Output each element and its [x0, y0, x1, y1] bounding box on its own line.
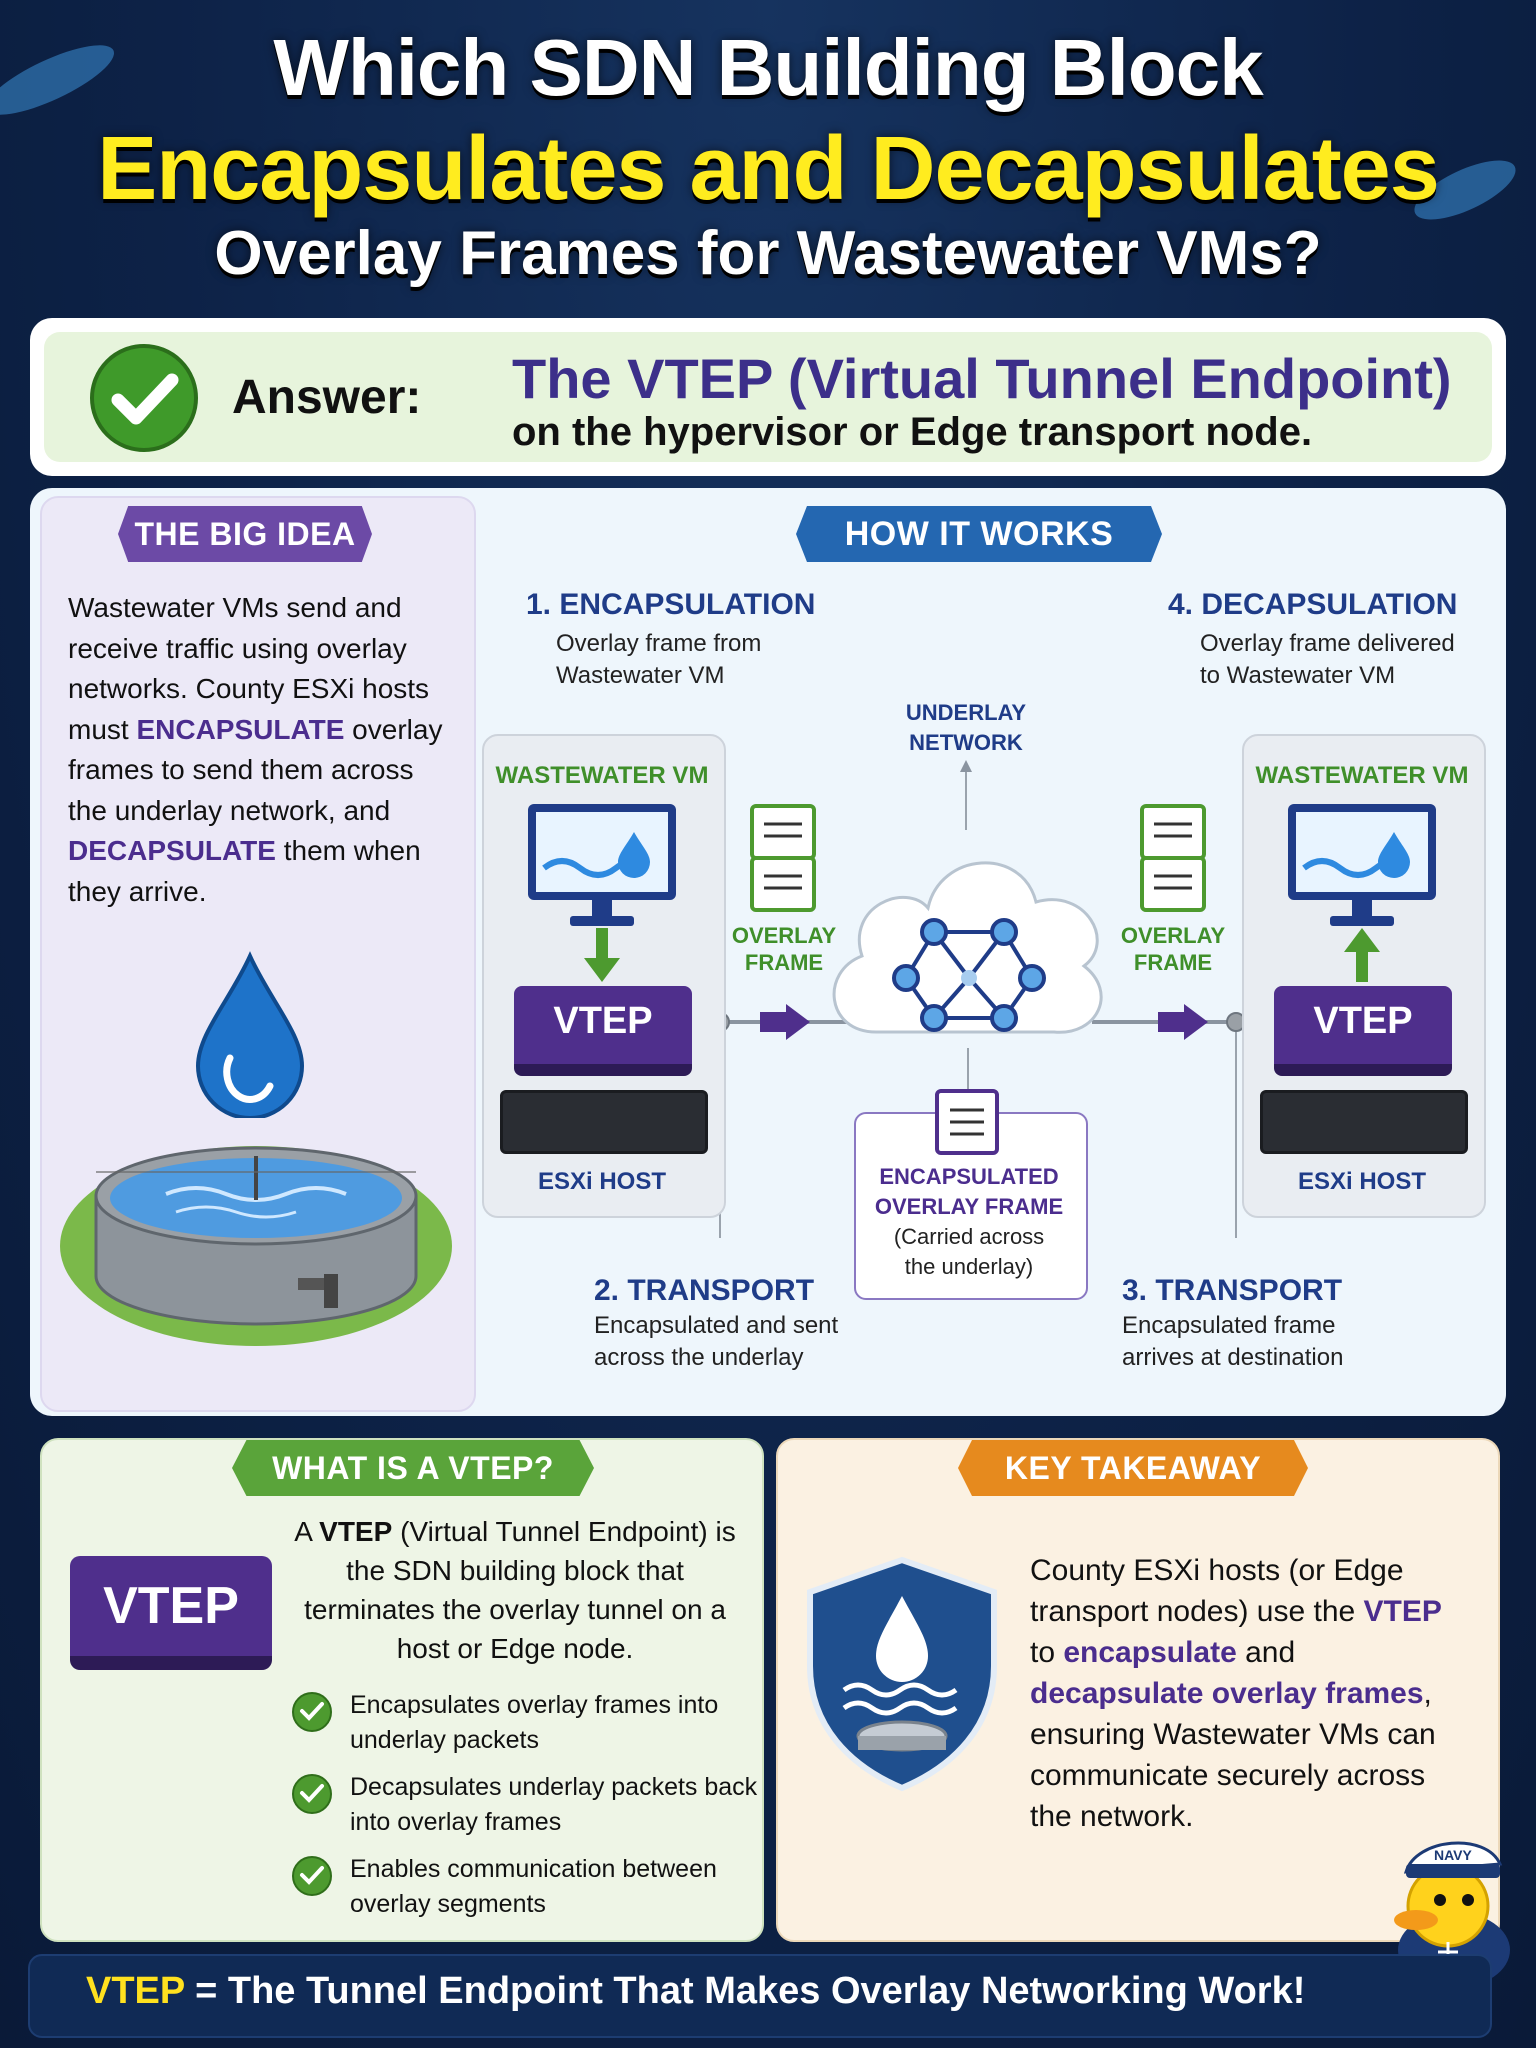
step-2-desc-b: across the underlay: [594, 1344, 804, 1371]
document-icon: [1140, 804, 1206, 912]
title-line-1: Which SDN Building Block: [273, 23, 1263, 112]
source-vm-label: WASTEWATER VM: [495, 762, 709, 789]
monitor-icon: [528, 804, 676, 926]
water-drop-icon: [195, 951, 305, 1118]
vtep-description: A VTEP (Virtual Tunnel Endpoint) is the …: [294, 1516, 736, 1664]
step-1-desc-a: Overlay frame from: [556, 630, 762, 657]
step-3-desc-b: arrives at destination: [1122, 1344, 1344, 1371]
step-3-desc-a: Encapsulated frame: [1122, 1312, 1336, 1339]
key-takeaway-text: County ESXi hosts (or Edge transport nod…: [1030, 1554, 1442, 1833]
footer-text: VTEP = The Tunnel Endpoint That Makes Ov…: [86, 1970, 1306, 2012]
document-icon: [935, 1089, 999, 1155]
navy-duck-mascot-icon: NAVY: [1394, 1841, 1510, 1988]
step-4-desc-a: Overlay frame delivered: [1200, 630, 1455, 657]
navy-badge: NAVY: [1434, 1847, 1473, 1863]
step-3-title: 3. TRANSPORT: [1122, 1274, 1343, 1307]
cloud-network-icon: [832, 861, 1103, 1034]
step-4-title: 4. DECAPSULATION: [1168, 588, 1458, 621]
big-idea-heading: THE BIG IDEA: [118, 506, 372, 562]
source-esxi-server-icon: [500, 1090, 708, 1154]
answer-main: The VTEP (Virtual Tunnel Endpoint): [512, 347, 1452, 410]
destination-vtep: VTEP: [1274, 986, 1452, 1076]
step-1-title: 1. ENCAPSULATION: [526, 588, 816, 621]
step-4-desc-b: to Wastewater VM: [1200, 662, 1396, 689]
destination-esxi-server-icon: [1260, 1090, 1468, 1154]
footer-banner: [28, 1954, 1492, 2038]
wastewater-tank-icon: [60, 1146, 452, 1346]
destination-esxi-label: ESXi HOST: [1297, 1168, 1427, 1195]
key-takeaway-heading: KEY TAKEAWAY: [958, 1440, 1308, 1496]
document-icon: [750, 804, 816, 912]
check-mark-icon: [300, 1784, 324, 1803]
check-icon: [90, 344, 198, 452]
what-is-vtep-heading: WHAT IS A VTEP?: [232, 1440, 594, 1496]
answer-inner: [44, 332, 1492, 462]
shield-icon: [807, 1556, 997, 1792]
answer-sub: on the hypervisor or Edge transport node…: [512, 410, 1313, 454]
vtep-device-icon: VTEP: [70, 1556, 272, 1670]
step-2-desc-a: Encapsulated and sent: [594, 1312, 839, 1339]
arrow-up-icon: [1344, 928, 1380, 982]
check-mark-icon: [300, 1702, 324, 1721]
monitor-icon: [1288, 804, 1436, 926]
source-vtep: VTEP: [514, 986, 692, 1076]
title-line-2: Encapsulates and Decapsulates: [97, 119, 1440, 219]
how-it-works-heading: HOW IT WORKS: [796, 506, 1162, 562]
step-1-desc-b: Wastewater VM: [556, 662, 725, 689]
check-mark-icon: [300, 1866, 324, 1885]
step-2-title: 2. TRANSPORT: [594, 1274, 815, 1307]
answer-label: Answer:: [232, 371, 422, 424]
destination-vm-label: WASTEWATER VM: [1255, 762, 1469, 789]
title-line-3: Overlay Frames for Wastewater VMs?: [214, 219, 1322, 288]
check-icon: [292, 1692, 332, 1732]
source-esxi-label: ESXi HOST: [537, 1168, 667, 1195]
what-is-vtep-panel: [40, 1438, 764, 1942]
arrow-down-icon: [584, 928, 620, 982]
big-idea-text: Wastewater VMs send and receive traffic …: [68, 592, 443, 907]
